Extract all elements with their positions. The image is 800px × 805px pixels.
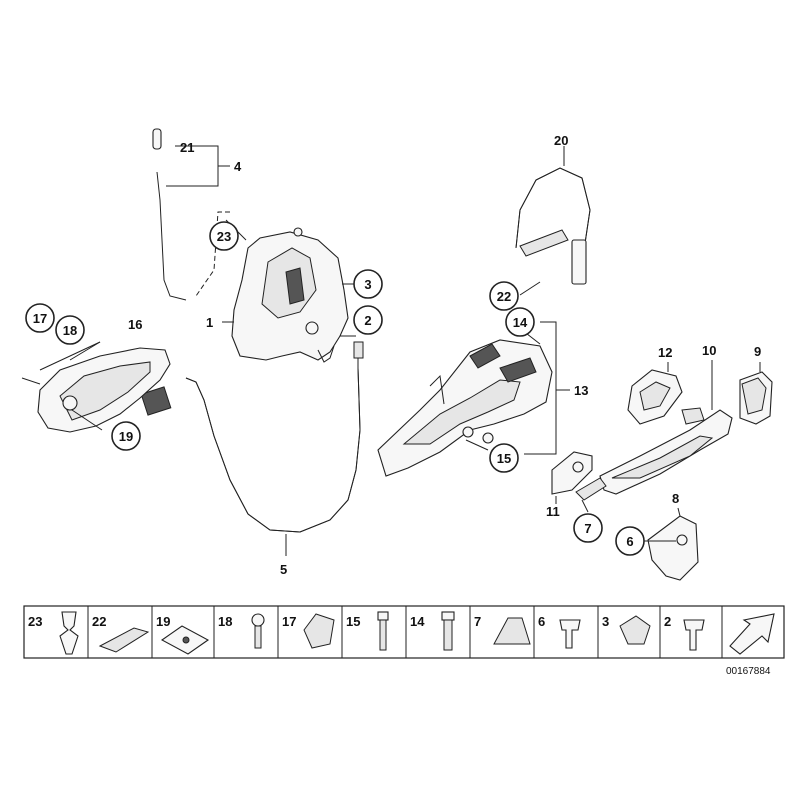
svg-text:6: 6	[626, 534, 633, 549]
part-front-gasket	[551, 451, 607, 513]
small-parts-legend: 23 22 19 18 17 15	[23, 605, 785, 659]
svg-text:23: 23	[28, 614, 42, 629]
bolt-shank-icon	[379, 619, 387, 651]
callout-8: 8	[672, 491, 679, 506]
legend-item-23: 23	[28, 611, 79, 655]
svg-text:14: 14	[513, 315, 528, 330]
callout-circle-3: 3	[353, 269, 383, 299]
callout-13: 13	[574, 383, 588, 398]
callout-circle-22: 22	[489, 281, 519, 311]
legend-item-15: 15	[346, 611, 389, 651]
callout-21: 21	[180, 140, 194, 155]
callout-12: 12	[658, 345, 672, 360]
screw-shank-icon	[254, 625, 262, 649]
part-inner-handle-bracket	[21, 341, 171, 433]
svg-text:23: 23	[217, 229, 231, 244]
part-door-lock	[195, 211, 356, 363]
svg-text:14: 14	[410, 614, 425, 629]
svg-text:2: 2	[364, 313, 371, 328]
legend-item-17: 17	[282, 613, 335, 649]
screw-head-icon	[251, 613, 265, 627]
part-handle-gasket	[627, 362, 683, 425]
svg-text:3: 3	[364, 277, 371, 292]
rubber-grommet-icon	[619, 615, 651, 645]
callout-10: 10	[702, 343, 716, 358]
legend-item-3: 3	[602, 614, 651, 645]
svg-text:6: 6	[538, 614, 545, 629]
legend-item-18: 18	[218, 613, 265, 649]
callout-circle-7: 7	[573, 513, 603, 543]
svg-text:22: 22	[497, 289, 511, 304]
foam-pad-icon	[98, 627, 150, 653]
callout-circle-19: 19	[111, 421, 141, 451]
callout-circle-6: 6	[615, 526, 645, 556]
legend-item-7: 7	[474, 614, 531, 645]
part-handle-cap	[739, 362, 773, 425]
legend-item-2: 2	[664, 614, 705, 651]
part-outer-handle	[599, 360, 733, 495]
callout-20: 20	[554, 133, 568, 148]
svg-text:15: 15	[346, 614, 360, 629]
svg-text:2: 2	[664, 614, 671, 629]
grommet-icon	[303, 613, 335, 649]
callout-9: 9	[754, 344, 761, 359]
diagram-code: 00167884	[726, 666, 771, 677]
blind-plug-icon	[493, 617, 531, 645]
svg-text:18: 18	[63, 323, 77, 338]
part-bowden-cable	[140, 341, 364, 556]
bolt-head-icon	[377, 611, 389, 621]
callout-circle-23: 23	[209, 221, 239, 251]
part-lock-rod	[152, 128, 230, 301]
svg-text:18: 18	[218, 614, 232, 629]
callout-circle-18: 18	[55, 315, 85, 345]
legend-item-14: 14	[410, 611, 455, 651]
svg-text:7: 7	[474, 614, 481, 629]
callout-5: 5	[280, 562, 287, 577]
stud-head-icon	[441, 611, 455, 621]
direction-arrow-icon	[729, 613, 775, 655]
callout-circle-17: 17	[25, 303, 55, 333]
part-handle-carrier	[377, 321, 570, 477]
legend-item-22: 22	[92, 614, 150, 653]
svg-text:7: 7	[584, 521, 591, 536]
svg-text:22: 22	[92, 614, 106, 629]
hex-screw-icon	[683, 619, 705, 651]
stud-shank-icon	[443, 619, 453, 651]
svg-text:17: 17	[282, 614, 296, 629]
callout-circle-2: 2	[353, 305, 383, 335]
clip-nut-hole-icon	[182, 636, 190, 644]
svg-text:15: 15	[497, 451, 511, 466]
svg-text:3: 3	[602, 614, 609, 629]
callout-16: 16	[128, 317, 142, 332]
part-release-cable	[515, 146, 591, 296]
expanding-clip-icon	[59, 611, 79, 655]
callout-labels: 21 4 23 3 1 2 17 18 16 19 5 20 22 14 13 …	[25, 133, 761, 577]
legend-item-19: 19	[156, 614, 210, 655]
svg-text:19: 19	[119, 429, 133, 444]
callout-circle-14: 14	[505, 307, 535, 337]
svg-text:19: 19	[156, 614, 170, 629]
callout-1: 1	[206, 315, 213, 330]
part-mounting-bracket	[644, 507, 699, 581]
callout-circle-15: 15	[489, 443, 519, 473]
callout-11: 11	[546, 504, 560, 519]
torx-screw-icon	[559, 619, 581, 649]
callout-4: 4	[234, 159, 242, 174]
legend-item-6: 6	[538, 614, 581, 649]
svg-text:17: 17	[33, 311, 47, 326]
